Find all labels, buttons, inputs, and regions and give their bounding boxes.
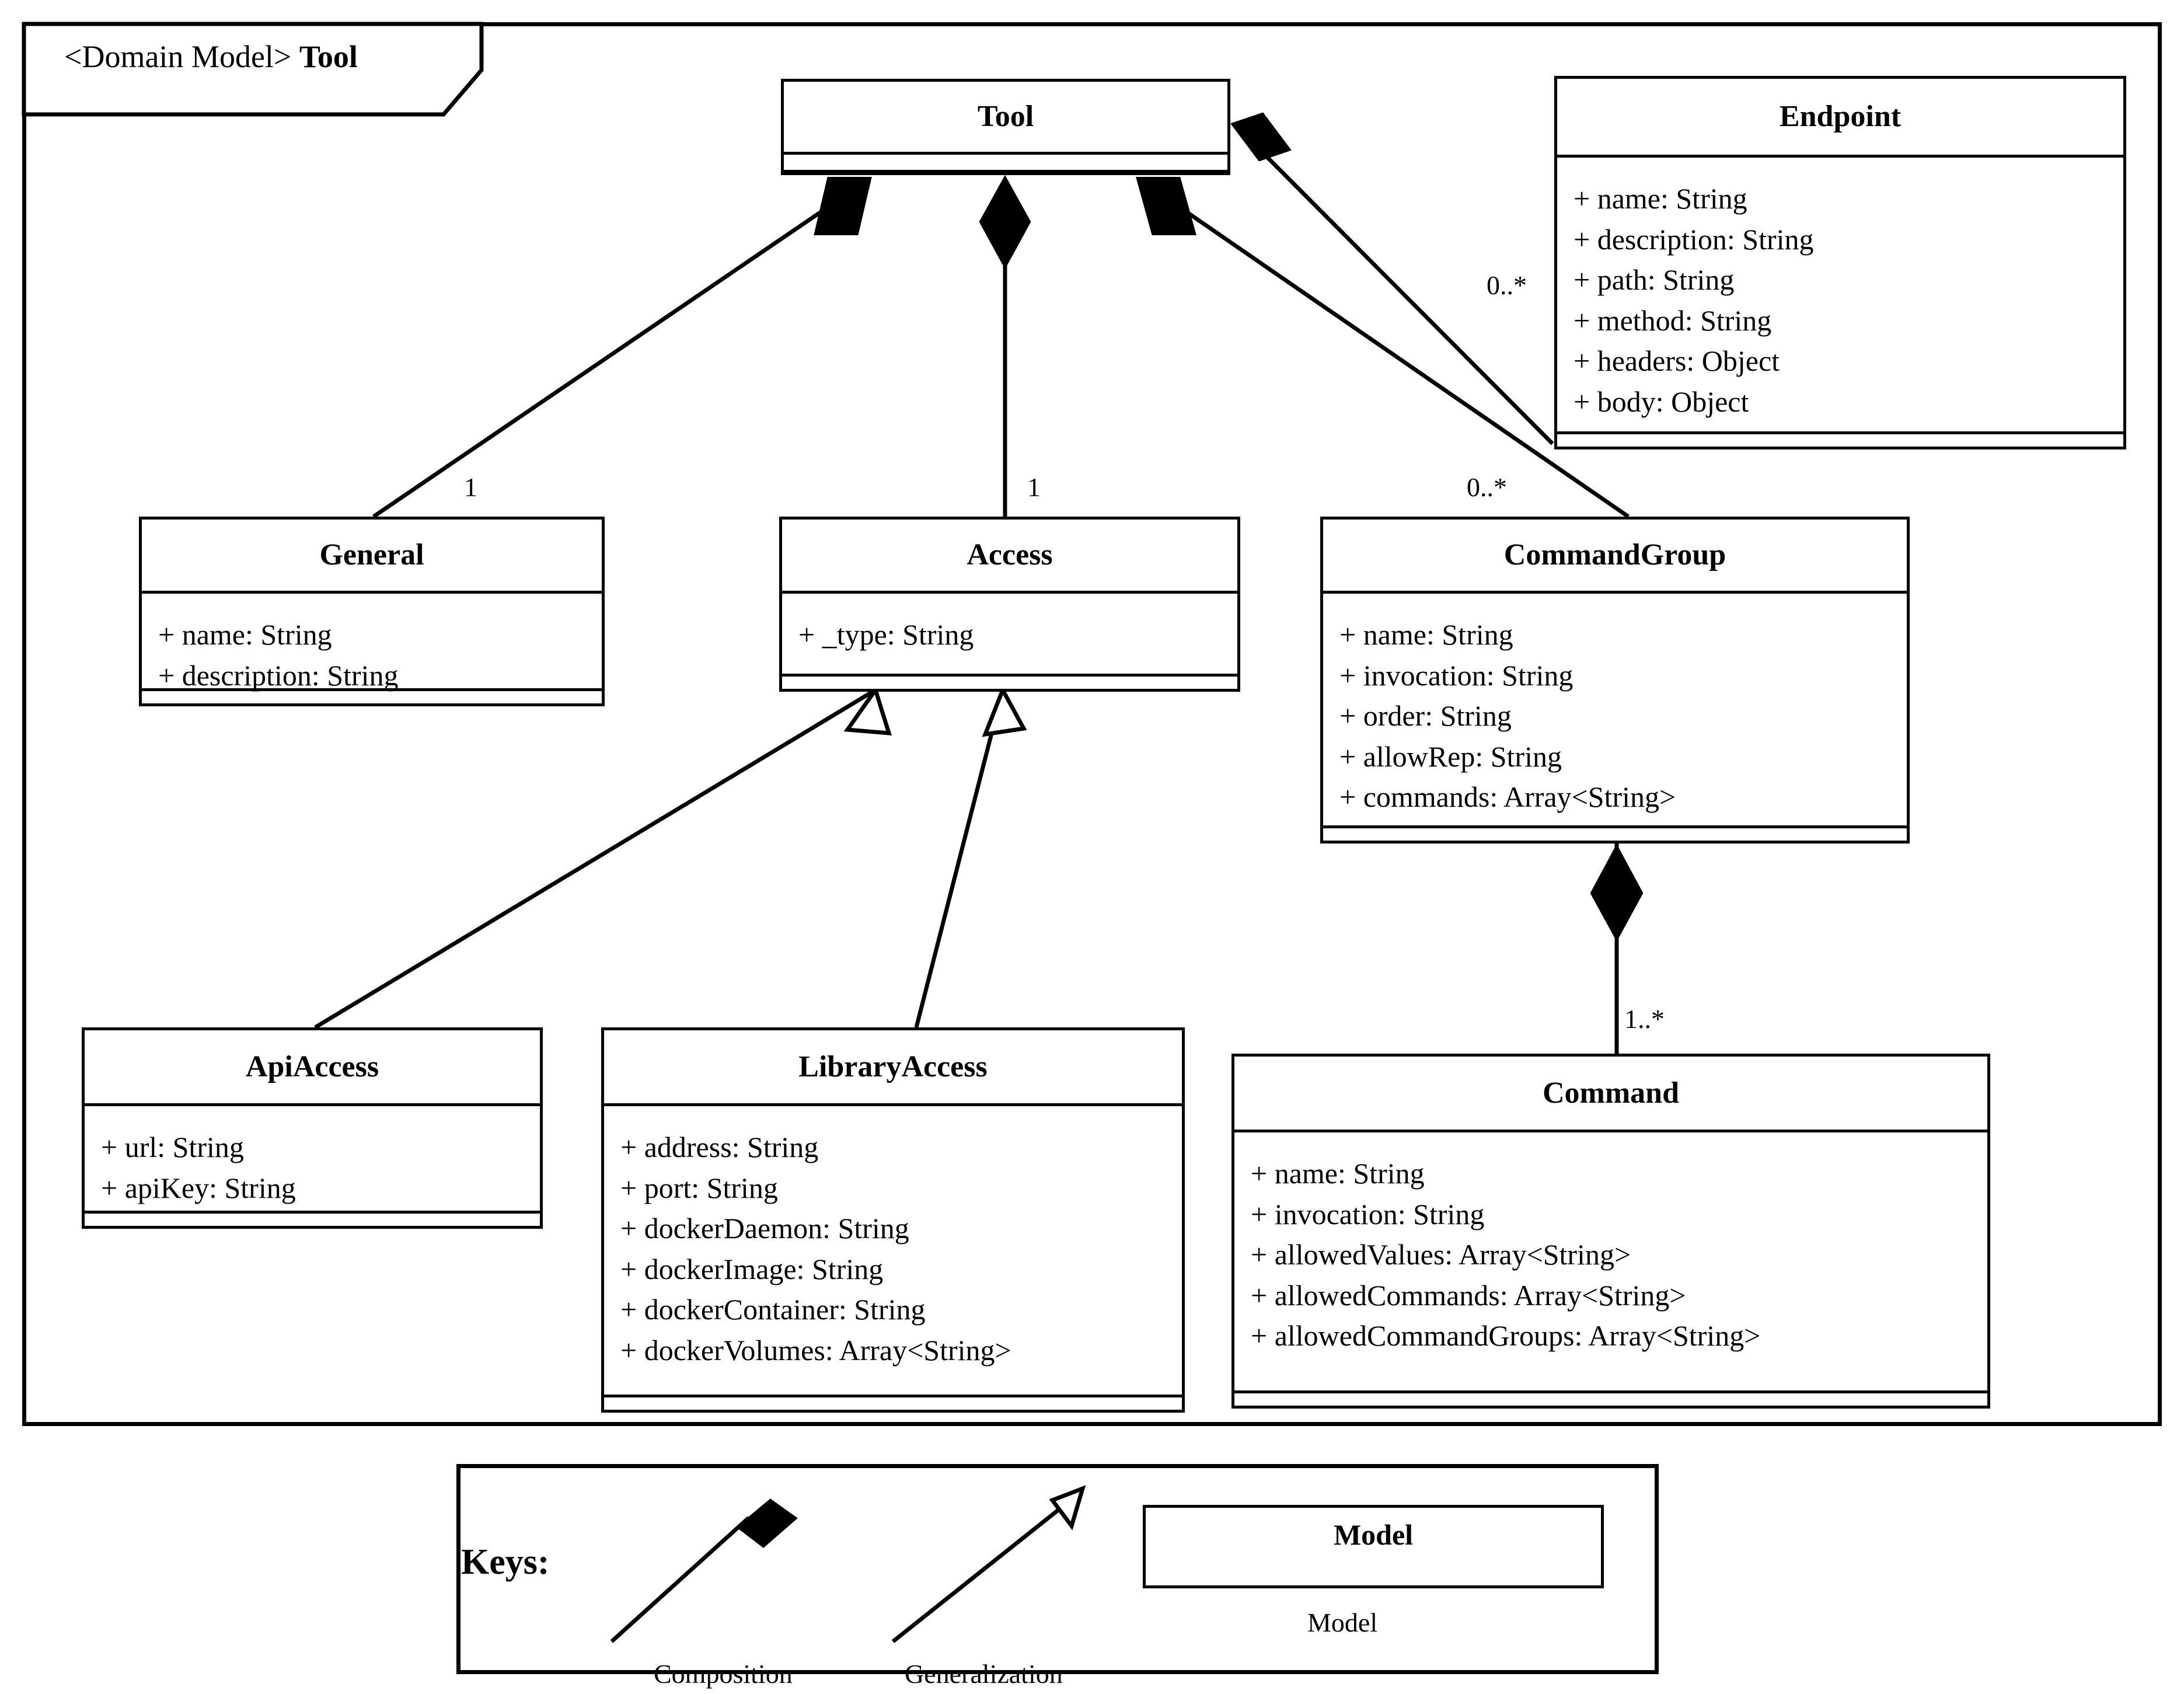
attribute-row: + headers: Object (1574, 344, 1780, 377)
multiplicity-tool-general: 1 (464, 472, 477, 502)
keys-model-box: Model (1143, 1505, 1604, 1588)
attribute-row: + port: String (620, 1171, 778, 1204)
class-box-libraryaccess[interactable]: LibraryAccess + address: String + port: … (601, 1027, 1185, 1413)
attribute-row: + name: String (1574, 182, 1747, 215)
multiplicity-tool-endpoint: 0..* (1487, 270, 1527, 300)
keys-composition-label: Composition (654, 1659, 793, 1689)
model-attrs-row (1146, 1561, 1601, 1570)
domain-model-frame (22, 22, 2162, 1426)
class-attributes-endpoint: + name: String + description: String + p… (1557, 158, 2123, 437)
attribute-row: + invocation: String (1251, 1197, 1485, 1231)
class-box-command[interactable]: Command + name: String + invocation: Str… (1231, 1054, 1990, 1409)
class-separator (1323, 591, 1907, 594)
attribute-row: + description: String (1574, 222, 1814, 256)
class-separator (85, 1103, 540, 1106)
attribute-row: + allowedValues: Array<String> (1251, 1238, 1631, 1271)
attribute-row: + order: String (1339, 699, 1512, 732)
attribute-row: + description: String (158, 658, 399, 692)
class-box-endpoint[interactable]: Endpoint + name: String + description: S… (1554, 76, 2126, 449)
class-separator (1557, 155, 2123, 158)
class-separator (1234, 1390, 1987, 1393)
multiplicity-tool-commandgroup: 0..* (1467, 472, 1507, 502)
class-separator (604, 1103, 1182, 1106)
class-separator (1234, 1130, 1987, 1132)
attribute-row: + url: String (101, 1131, 244, 1163)
class-separator (784, 152, 1227, 155)
class-attributes-command: + name: String + invocation: String + al… (1234, 1132, 1987, 1372)
attribute-row: + name: String (1339, 618, 1513, 651)
class-operations-tool (784, 173, 1227, 188)
attribute-row: + address: String (620, 1131, 819, 1163)
attribute-row: + _type: String (798, 618, 974, 651)
attribute-row: + allowedCommands: Array<String> (1251, 1278, 1686, 1312)
class-separator (1557, 431, 2123, 434)
class-separator (784, 170, 1227, 173)
class-name-libraryaccess: LibraryAccess (798, 1050, 988, 1083)
attribute-row: + dockerDaemon: String (620, 1212, 909, 1245)
class-name-endpoint: Endpoint (1779, 100, 1902, 133)
keys-model-box-name: Model (1333, 1518, 1414, 1551)
class-attributes-general: + name: String + description: String (142, 594, 602, 711)
attribute-row: + path: String (1574, 263, 1735, 296)
class-name-commandgroup: CommandGroup (1503, 538, 1726, 571)
attribute-row: + method: String (1574, 304, 1772, 337)
keys-generalization-label: Generalization (905, 1659, 1063, 1689)
class-attributes-tool (784, 155, 1227, 170)
frame-title: Tool (299, 39, 358, 74)
attribute-row: + dockerVolumes: Array<String> (620, 1333, 1011, 1367)
class-separator (604, 1395, 1182, 1397)
keys-model-caption: Model (1307, 1608, 1378, 1637)
class-attributes-access: + _type: String (782, 594, 1237, 671)
class-box-access[interactable]: Access + _type: String (779, 517, 1240, 692)
attribute-row: + name: String (158, 618, 332, 651)
class-separator (1323, 825, 1907, 828)
class-box-commandgroup[interactable]: CommandGroup + name: String + invocation… (1320, 517, 1910, 843)
class-name-tool: Tool (977, 100, 1034, 133)
class-name-general: General (319, 538, 424, 571)
attribute-row: + invocation: String (1339, 658, 1574, 692)
frame-stereotype: <Domain Model> (64, 39, 292, 74)
multiplicity-tool-access: 1 (1027, 472, 1041, 502)
class-separator (782, 674, 1237, 677)
class-attributes-commandgroup: + name: String + invocation: String + or… (1323, 594, 1907, 833)
attribute-row: + body: Object (1574, 385, 1749, 418)
class-name-access: Access (967, 538, 1053, 571)
frame-label: <Domain Model> Tool (64, 39, 358, 75)
class-separator (142, 591, 602, 594)
class-name-apiaccess: ApiAccess (245, 1050, 379, 1083)
attribute-row: + dockerContainer: String (620, 1293, 926, 1326)
attribute-row: + apiKey: String (101, 1171, 296, 1204)
multiplicity-commandgroup-command: 1..* (1624, 1004, 1665, 1034)
class-box-general[interactable]: General + name: String + description: St… (139, 517, 605, 706)
class-separator (782, 591, 1237, 594)
attribute-row: + allowRep: String (1339, 740, 1562, 773)
class-attributes-libraryaccess: + address: String + port: String + docke… (604, 1106, 1182, 1386)
class-separator (85, 1211, 540, 1214)
attribute-row: + name: String (1251, 1157, 1425, 1190)
class-box-apiaccess[interactable]: ApiAccess + url: String + apiKey: String (82, 1027, 543, 1229)
attribute-row: + dockerImage: String (620, 1252, 884, 1285)
attribute-row: + allowedCommandGroups: Array<String> (1251, 1319, 1761, 1352)
keys-title: Keys: (461, 1542, 550, 1582)
class-name-command: Command (1542, 1076, 1680, 1110)
class-separator (142, 688, 602, 691)
class-box-tool[interactable]: Tool (781, 79, 1230, 175)
class-attributes-apiaccess: + url: String + apiKey: String (85, 1106, 540, 1224)
attribute-row: + commands: Array<String> (1339, 780, 1676, 813)
